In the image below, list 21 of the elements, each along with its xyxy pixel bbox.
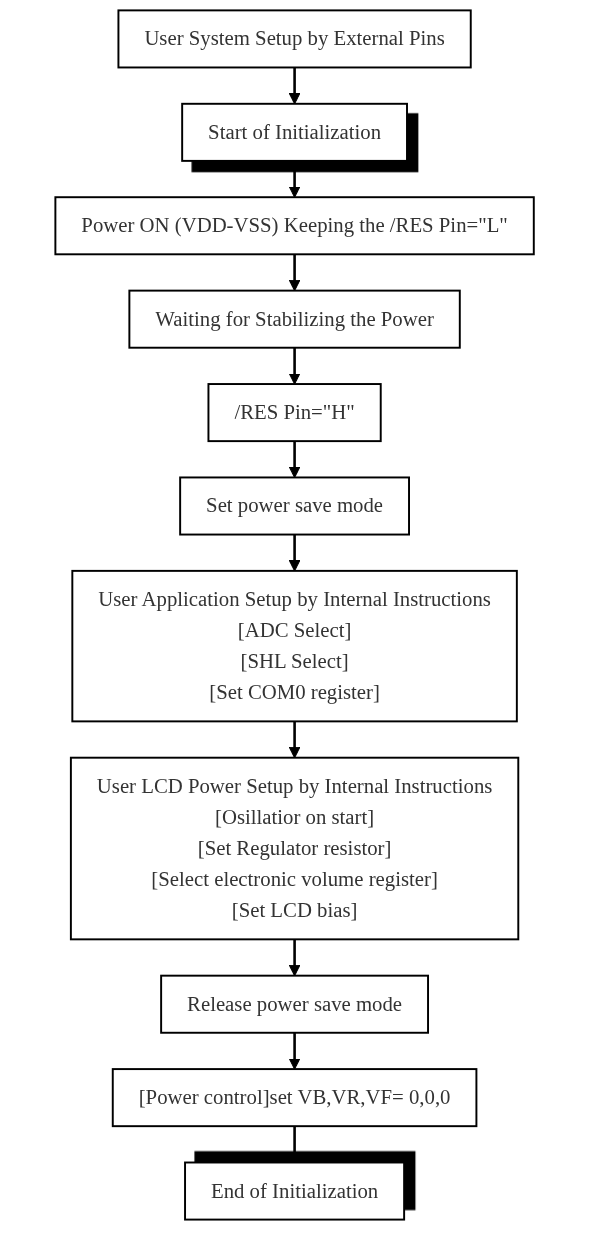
- arrow: [289, 1126, 301, 1163]
- node-box: User Application Setup by Internal Instructions [ADC Select] [SHL Select] [Set COM0 register]: [71, 569, 519, 723]
- arrow: [289, 67, 301, 105]
- arrow: [289, 254, 301, 292]
- arrow: [289, 721, 301, 759]
- arrow: [289, 160, 301, 198]
- node-box: Start of Initialization: [181, 102, 409, 162]
- arrow: [289, 347, 301, 385]
- arrow: [289, 939, 301, 977]
- node-box: /RES Pin="H": [207, 383, 383, 443]
- node-box: End of Initialization: [184, 1161, 406, 1221]
- node-box: [Power control]set VB,VR,VF= 0,0,0: [112, 1068, 478, 1128]
- node-box: Power ON (VDD-VSS) Keeping the /RES Pin="L": [54, 196, 536, 256]
- node-box: Release power save mode: [160, 974, 430, 1034]
- node-box: Set power save mode: [179, 476, 411, 536]
- node-box: Waiting for Stabilizing the Power: [128, 289, 462, 349]
- arrow: [289, 441, 301, 478]
- node-box: User LCD Power Setup by Internal Instructions [Osillatior on start] [Set Regulator resistor] [Select electronic volume register] [Set LCD bias]: [70, 756, 520, 941]
- arrow: [289, 1032, 301, 1070]
- arrow: [289, 534, 301, 572]
- node-box: User System Setup by External Pins: [117, 9, 473, 69]
